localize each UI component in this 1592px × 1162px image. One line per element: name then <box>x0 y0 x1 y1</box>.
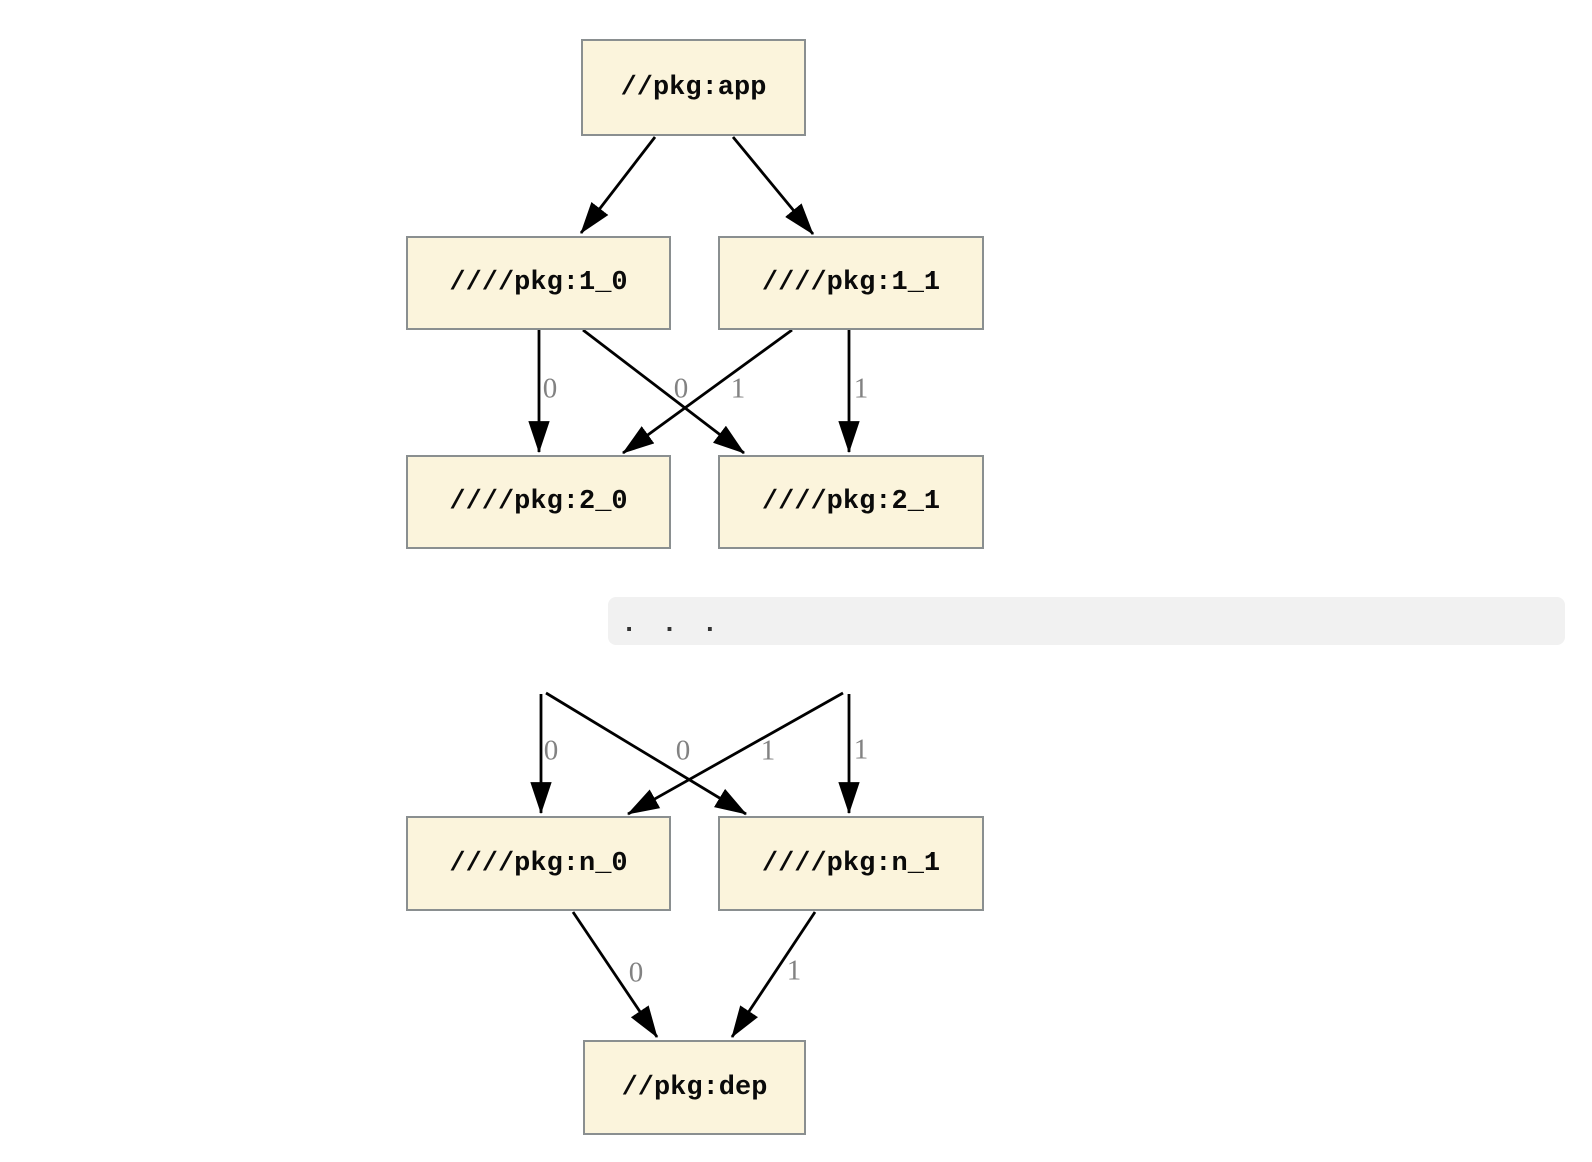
ellipsis-band: . . . <box>608 597 1565 645</box>
edge-hidden-to-n_0-diagonal <box>627 691 844 816</box>
node-pkg-n-0-label: ////pkg:n_0 <box>449 848 628 879</box>
node-pkg-dep: //pkg:dep <box>583 1040 806 1135</box>
edge-label-n_1-dep: 1 <box>786 954 802 987</box>
node-pkg-2-1: ////pkg:2_1 <box>718 455 984 549</box>
edge-label-1_0-2_1: 0 <box>673 372 689 405</box>
edge-n_1-to-dep <box>730 911 817 1038</box>
node-pkg-dep-label: //pkg:dep <box>621 1072 768 1103</box>
node-pkg-2-1-label: ////pkg:2_1 <box>761 487 941 517</box>
edge-label-hidden-n_1-v: 1 <box>853 733 869 766</box>
edge-label-hidden-n_0-v: 0 <box>543 734 559 767</box>
edge-hidden-to-n_1-diagonal <box>545 691 747 816</box>
edge-1_0-to-2_1 <box>582 328 745 455</box>
node-pkg-1-0: ////pkg:1_0 <box>406 236 671 330</box>
node-pkg-app-label: //pkg:app <box>620 72 767 103</box>
edge-label-1_1-2_0: 1 <box>730 372 746 405</box>
edge-label-1_0-2_0: 0 <box>542 372 558 405</box>
edge-app-to-1_1 <box>731 136 815 235</box>
edge-label-n_0-dep: 0 <box>628 956 644 989</box>
node-pkg-n-1-label: ////pkg:n_1 <box>761 848 941 879</box>
node-pkg-1-1: ////pkg:1_1 <box>718 236 984 330</box>
node-pkg-1-0-label: ////pkg:1_0 <box>449 268 628 298</box>
node-pkg-n-1: ////pkg:n_1 <box>718 816 984 911</box>
edge-app-to-1_0 <box>579 136 657 234</box>
node-pkg-1-1-label: ////pkg:1_1 <box>761 268 941 298</box>
edge-label-hidden-n_1-d: 0 <box>675 734 691 767</box>
node-pkg-app: //pkg:app <box>581 39 806 136</box>
edge-1_1-to-2_0 <box>622 328 793 455</box>
node-pkg-2-0: ////pkg:2_0 <box>406 455 671 549</box>
edge-label-1_1-2_1: 1 <box>853 372 869 405</box>
node-pkg-n-0: ////pkg:n_0 <box>406 816 671 911</box>
node-pkg-2-0-label: ////pkg:2_0 <box>449 487 628 517</box>
ellipsis-text: . . . <box>621 610 723 640</box>
edge-label-hidden-n_0-d: 1 <box>760 734 776 767</box>
edge-n_0-to-dep <box>571 911 659 1038</box>
